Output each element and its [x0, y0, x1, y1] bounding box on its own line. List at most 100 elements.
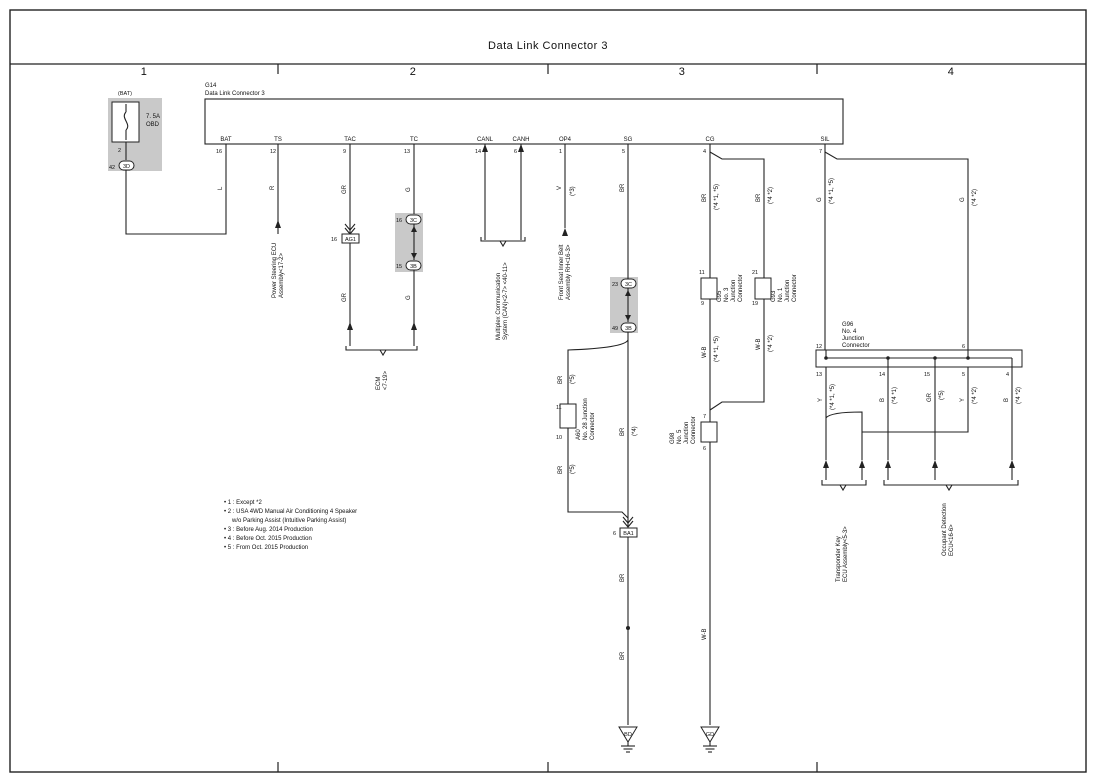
svg-text:BR: BR [620, 183, 626, 192]
svg-text:W-B: W-B [702, 346, 708, 358]
svg-text:BR: BR [558, 375, 564, 384]
svg-text:3C: 3C [625, 282, 632, 288]
column-number: 3 [679, 66, 686, 78]
svg-text:• 5 : From Oct. 2015 Producti: • 5 : From Oct. 2015 Production [224, 545, 308, 551]
svg-text:A60: A60 [576, 429, 582, 440]
ground-icon: BD [618, 726, 638, 753]
svg-text:19: 19 [752, 301, 758, 307]
svg-text:Connector: Connector [691, 416, 697, 444]
column-markers: 1 2 3 4 [141, 64, 955, 772]
column-number: 1 [141, 66, 148, 78]
svg-text:AG1: AG1 [345, 237, 356, 243]
svg-text:• 2 : USA 4WD Manual Air Condi: • 2 : USA 4WD Manual Air Conditioning 4 … [224, 509, 357, 515]
svg-text:12: 12 [816, 344, 822, 350]
svg-text:No. 3: No. 3 [724, 287, 730, 302]
fuse-name: OBD [146, 122, 160, 128]
svg-text:Junction: Junction [684, 422, 690, 444]
diagram-title: Data Link Connector 3 [488, 40, 608, 52]
dest-op4: Front Seat Inner Belt Assembly RH<16-3> [559, 244, 572, 300]
junction-a60 [559, 403, 577, 429]
svg-text:5: 5 [962, 372, 965, 378]
svg-text:Assembly RH<16-3>: Assembly RH<16-3> [566, 244, 572, 300]
svg-text:ECU<16-6>: ECU<16-6> [949, 524, 955, 556]
svg-text:(*4 *2): (*4 *2) [1016, 387, 1022, 404]
dest-occupant: Occupant Detection ECU<16-6> [942, 503, 955, 556]
svg-text:9: 9 [701, 301, 704, 307]
svg-text:BR: BR [558, 465, 564, 474]
svg-text:(*5): (*5) [939, 390, 945, 400]
svg-text:13: 13 [816, 372, 822, 378]
svg-text:Assembly<17-2>: Assembly<17-2> [279, 252, 285, 298]
fuse-icon [123, 111, 129, 131]
svg-text:BR: BR [620, 427, 626, 436]
svg-text:(*4 *1, *5): (*4 *1, *5) [714, 184, 720, 210]
fuse-conn: 3D [123, 164, 130, 170]
svg-text:B: B [880, 398, 886, 402]
pin-number: 13 [404, 149, 410, 155]
column-number: 4 [948, 66, 955, 78]
junction-g96: G96 No. 4 Junction Connector 12 6 13 14 … [815, 322, 1023, 378]
pin-number: 4 [703, 149, 706, 155]
dest-can: Multiplex Communication System (CAN)<2-7… [496, 262, 509, 340]
svg-text:G95: G95 [717, 290, 723, 302]
svg-text:BA1: BA1 [623, 531, 633, 537]
wire-color: L [218, 186, 224, 190]
ground-icon: GD [700, 726, 720, 753]
svg-text:w/o Parking Assist (Intuitive: w/o Parking Assist (Intuitive Parking As… [231, 518, 346, 524]
wire-color: R [270, 185, 276, 190]
svg-text:(*4 *1): (*4 *1) [892, 387, 898, 404]
svg-text:Connector: Connector [792, 274, 798, 302]
svg-text:• 3 : Before Aug. 2014 Produc: • 3 : Before Aug. 2014 Production [224, 527, 313, 533]
svg-text:16: 16 [396, 218, 402, 224]
column-number: 2 [410, 66, 417, 78]
svg-text:3C: 3C [410, 218, 417, 224]
pin-number: 6 [514, 149, 517, 155]
svg-text:11: 11 [556, 405, 562, 411]
pin-number: 9 [343, 149, 346, 155]
svg-text:G98: G98 [670, 432, 676, 444]
pin-name: BAT [220, 137, 232, 143]
dest-ecm: ECM <7-19> [376, 370, 389, 390]
svg-text:6: 6 [703, 446, 706, 452]
pin-number: 7 [819, 149, 822, 155]
svg-text:No. 28 Junction: No. 28 Junction [583, 398, 589, 440]
svg-text:(*4 *2): (*4 *2) [972, 387, 978, 404]
wire-bat [125, 144, 227, 235]
svg-text:B: B [1004, 398, 1010, 402]
svg-text:7: 7 [703, 414, 706, 420]
svg-text:49: 49 [612, 326, 618, 332]
svg-text:(*4): (*4) [632, 426, 638, 436]
svg-text:Occupant Detection: Occupant Detection [942, 503, 948, 556]
svg-text:(*4 *2): (*4 *2) [768, 187, 774, 204]
svg-text:6: 6 [613, 531, 616, 537]
pin-number: 1 [559, 149, 562, 155]
pin-name: CANL [477, 137, 494, 143]
pin-name: CANH [512, 137, 529, 143]
arrow-ts [275, 220, 281, 228]
svg-text:• 4 : Before Oct. 2015 Produc: • 4 : Before Oct. 2015 Production [224, 536, 312, 542]
fuse-source: (BAT) [118, 91, 132, 97]
svg-text:(*4 *1, *5): (*4 *1, *5) [830, 384, 836, 410]
pin-name: OP4 [559, 137, 572, 143]
pin-name: SIL [820, 137, 830, 143]
svg-text:<7-19>: <7-19> [383, 370, 389, 390]
svg-text:Front Seat Inner Belt: Front Seat Inner Belt [559, 244, 565, 300]
svg-text:G93: G93 [771, 290, 777, 302]
svg-text:No. 4: No. 4 [842, 329, 857, 335]
svg-text:Junction: Junction [842, 336, 864, 342]
svg-text:Transponder Key: Transponder Key [836, 536, 842, 582]
svg-text:Multiplex Communication: Multiplex Communication [496, 273, 502, 340]
svg-text:BR: BR [620, 651, 626, 660]
junction-g95 [700, 277, 718, 300]
dest-ts: Power Steering ECU Assembly<17-2> [272, 243, 285, 298]
svg-text:15: 15 [396, 264, 402, 270]
svg-text:15: 15 [924, 372, 930, 378]
svg-text:G: G [406, 295, 412, 300]
svg-text:11: 11 [699, 270, 705, 276]
svg-text:System (CAN)<2-7> <40-11>: System (CAN)<2-7> <40-11> [503, 262, 509, 340]
pin-name: TAC [344, 137, 356, 143]
svg-text:Y: Y [960, 398, 966, 402]
svg-text:23: 23 [612, 282, 618, 288]
svg-text:GR: GR [342, 292, 348, 302]
